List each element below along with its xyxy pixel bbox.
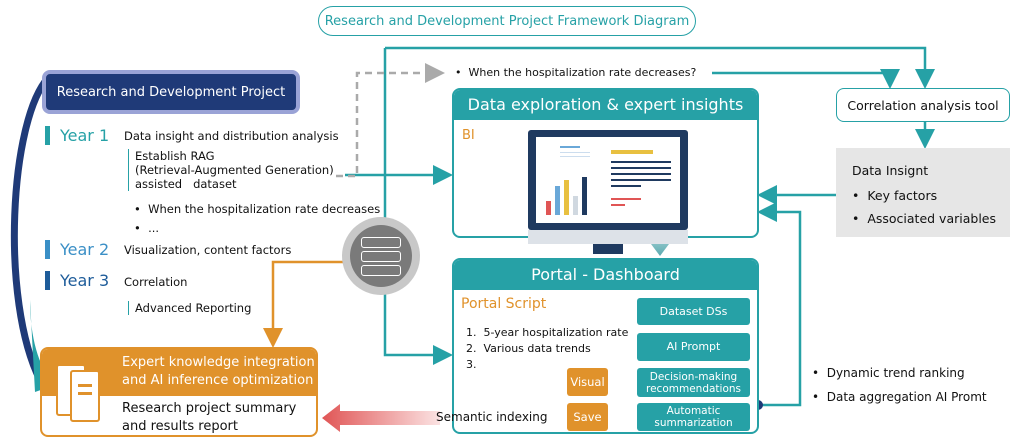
- insight-item-text: Key factors: [867, 188, 938, 203]
- year-2-text: Visualization, content factors: [124, 243, 292, 257]
- data-exploration-title: Data exploration & expert insights: [454, 90, 757, 120]
- insight-item: • Associated variables: [852, 211, 996, 226]
- step-summarization: Automatic summarization: [637, 403, 750, 431]
- year-3-label: Year 3: [45, 271, 109, 290]
- year-1-rag: Establish RAG (Retrieval-Augmented Gener…: [128, 149, 334, 191]
- rag-line-3: assisted dataset: [135, 177, 237, 191]
- documents-icon: [56, 364, 106, 424]
- portal-script-label: Portal Script: [461, 296, 547, 312]
- script-item: 2. Various data trends: [466, 342, 591, 355]
- diagram-title: Research and Development Project Framewo…: [318, 6, 696, 36]
- rag-line-1: Establish RAG: [135, 149, 215, 163]
- right-bullet-text: Data aggregation AI Promt: [826, 390, 987, 404]
- year-3-text: Correlation: [124, 275, 188, 289]
- year-1-label: Year 1: [45, 126, 109, 145]
- expert-body-line: Research project summary: [122, 401, 297, 416]
- year-1-bullet: • When the hospitalization rate decrease…: [134, 202, 381, 216]
- portal-script-list: 1. 5-year hospitalization rate 2. Variou…: [466, 325, 628, 373]
- right-bullet: • Dynamic trend ranking: [812, 366, 965, 380]
- step-decision: Decision-making recommendations: [637, 368, 750, 397]
- right-bullet-text: Dynamic trend ranking: [826, 366, 965, 380]
- data-insight-title: Data Insignt: [852, 163, 929, 178]
- expert-title-line: and AI inference optimization: [122, 373, 314, 388]
- step-dataset: Dataset DSs: [637, 298, 750, 325]
- year-2-label: Year 2: [45, 240, 109, 259]
- project-title: Research and Development Project: [42, 70, 300, 114]
- portal-title: Portal - Dashboard: [454, 260, 757, 290]
- year-1-text: Data insight and distribution analysis: [124, 129, 339, 143]
- bi-label: BI: [462, 128, 475, 143]
- rag-line-2: (Retrieval-Augmented Generation): [135, 163, 334, 177]
- bullet-text: ...: [148, 221, 160, 235]
- year-3-sub: Advanced Reporting: [128, 301, 251, 315]
- bullet-text: When the hospitalization rate decreases: [148, 202, 381, 216]
- correlation-analysis-tool: Correlation analysis tool: [836, 88, 1010, 122]
- script-item: 3.: [466, 358, 477, 371]
- expert-title-line: Expert knowledge integration: [122, 355, 315, 370]
- right-bullet: • Data aggregation AI Promt: [812, 390, 987, 404]
- visual-button[interactable]: Visual: [567, 368, 608, 396]
- data-insight-box: Data Insignt • Key factors • Associated …: [836, 148, 1010, 237]
- monitor-icon: [528, 130, 688, 255]
- insight-item: • Key factors: [852, 188, 938, 203]
- query-text: When the hospitalization rate decreases?: [468, 66, 697, 79]
- expert-body-line: and results report: [122, 419, 238, 434]
- step-ai-prompt: AI Prompt: [637, 333, 750, 361]
- save-button[interactable]: Save: [567, 403, 608, 431]
- year-1-bullet: • ...: [134, 221, 160, 235]
- script-item: 1. 5-year hospitalization rate: [466, 326, 629, 339]
- semantic-indexing-label: Semantic indexing: [436, 410, 548, 424]
- server-icon: [342, 217, 420, 295]
- insight-item-text: Associated variables: [867, 211, 996, 226]
- query-bullet: • When the hospitalization rate decrease…: [455, 66, 697, 79]
